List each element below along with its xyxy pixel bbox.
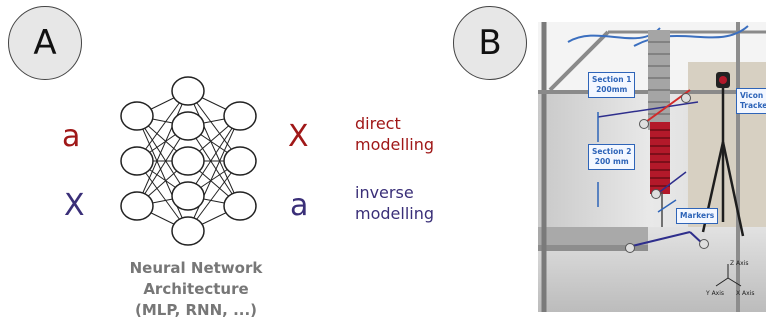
y-axis-label: Y Axis bbox=[706, 290, 725, 297]
panel-b-badge: B bbox=[453, 6, 527, 80]
nn-node-layer2-2 bbox=[223, 191, 257, 221]
nn-node-layer1-3 bbox=[171, 181, 205, 211]
direct-label-line1: direct bbox=[355, 114, 401, 133]
nn-node-layer0-2 bbox=[120, 191, 154, 221]
robot-photo: Section 1 200mm Section 2 200 mm Vicon T… bbox=[538, 22, 766, 312]
nn-node-layer0-0 bbox=[120, 101, 154, 131]
neural-network-diagram bbox=[120, 76, 257, 246]
nn-node-layer2-0 bbox=[223, 101, 257, 131]
nn-caption: Neural Network Architecture (MLP, RNN, .… bbox=[108, 258, 284, 321]
nn-connection-l0-2-1 bbox=[136, 125, 189, 207]
nn-connection-l0-0-3 bbox=[136, 115, 189, 197]
input-a-symbol: a bbox=[62, 119, 81, 154]
x-axis-label: X Axis bbox=[736, 290, 755, 297]
robot-photo-illustration bbox=[538, 22, 766, 312]
vicon-label-line1: Vicon bbox=[740, 91, 764, 100]
nn-connection-l1-4-0 bbox=[187, 115, 241, 232]
z-axis-label: Z Axis bbox=[730, 260, 749, 267]
vicon-tracker-label: Vicon Tracke bbox=[736, 88, 766, 114]
nn-connection-l1-0-2 bbox=[187, 90, 241, 207]
vicon-label-line2: Tracke bbox=[740, 101, 766, 110]
nn-node-layer1-0 bbox=[171, 76, 205, 106]
output-a-symbol: a bbox=[290, 188, 309, 223]
nn-node-layer2-1 bbox=[223, 146, 257, 176]
nn-connection-l1-1-2 bbox=[187, 125, 241, 207]
inverse-modelling-label: inverse modelling bbox=[355, 182, 434, 224]
direct-modelling-label: direct modelling bbox=[355, 113, 434, 155]
input-x-symbol: X bbox=[64, 188, 85, 223]
nn-node-layer1-1 bbox=[171, 111, 205, 141]
nn-caption-line2: Architecture bbox=[143, 280, 249, 298]
nn-node-layer1-2 bbox=[171, 146, 205, 176]
nn-caption-line1: Neural Network bbox=[129, 259, 263, 277]
direct-label-line2: modelling bbox=[355, 135, 435, 154]
nn-caption-line3: (MLP, RNN, ...) bbox=[134, 301, 258, 319]
inverse-label-line2: modelling bbox=[355, 204, 435, 223]
section1-label-line1: Section 1 bbox=[592, 75, 632, 84]
section2-label: Section 2 200 mm bbox=[588, 144, 636, 170]
nn-connection-l0-0-4 bbox=[136, 115, 189, 232]
markers-label: Markers bbox=[676, 208, 719, 224]
section2-label-line2: 200 mm bbox=[594, 157, 629, 166]
section1-label: Section 1 200mm bbox=[588, 72, 636, 98]
section1-label-line2: 200mm bbox=[596, 85, 628, 94]
panel-a-badge: A bbox=[8, 6, 82, 80]
nn-connection-l0-2-0 bbox=[136, 90, 189, 207]
section2-label-line1: Section 2 bbox=[592, 147, 632, 156]
output-x-symbol: X bbox=[288, 119, 309, 154]
nn-node-layer1-4 bbox=[171, 216, 205, 246]
nn-node-layer0-1 bbox=[120, 146, 154, 176]
nn-connection-l1-3-0 bbox=[187, 115, 241, 197]
inverse-label-line1: inverse bbox=[355, 183, 414, 202]
